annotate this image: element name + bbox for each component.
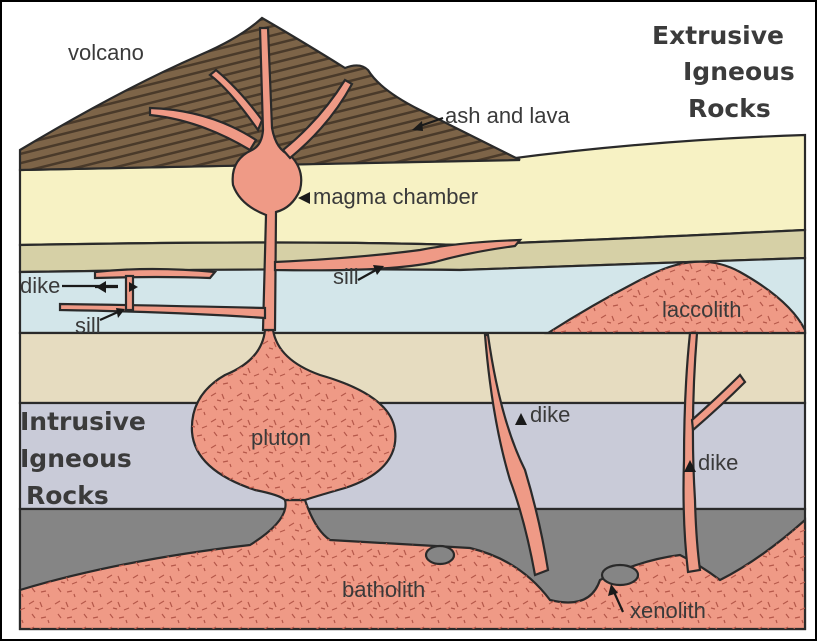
label-volcano: volcano [68, 40, 144, 65]
title-extrusive-line1: Extrusive [652, 21, 784, 50]
label-dike-right: dike [698, 450, 738, 475]
xenolith-right [602, 565, 638, 585]
title-intrusive-line2: Igneous [20, 444, 132, 473]
dike-small-vertical [126, 276, 133, 310]
xenolith-left [426, 546, 454, 564]
label-magma-chamber: magma chamber [313, 184, 478, 209]
label-laccolith: laccolith [662, 297, 741, 322]
sill-small-top [95, 269, 215, 278]
title-intrusive-line1: Intrusive [20, 407, 146, 436]
label-xenolith: xenolith [630, 598, 706, 623]
label-sill-upper: sill [333, 264, 359, 289]
title-extrusive-line3: Rocks [688, 94, 771, 123]
title-intrusive-line3: Rocks [26, 481, 109, 510]
label-pluton: pluton [251, 425, 311, 450]
label-dike-middle: dike [530, 402, 570, 427]
label-ash-and-lava: ash and lava [445, 103, 571, 128]
label-dike-left: dike [20, 273, 60, 298]
title-extrusive-line2: Igneous [683, 57, 795, 86]
label-batholith: batholith [342, 577, 425, 602]
label-sill-left: sill [75, 313, 101, 338]
